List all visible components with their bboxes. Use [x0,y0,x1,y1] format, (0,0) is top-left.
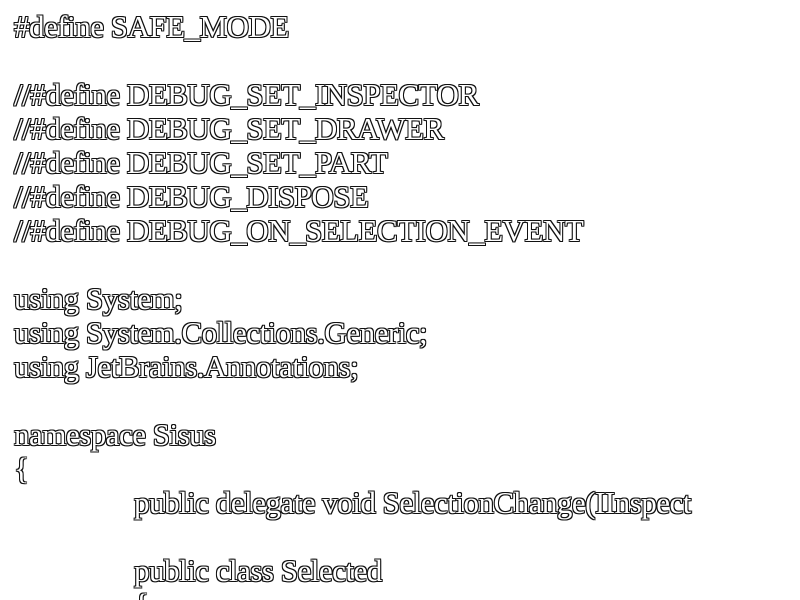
code-line-using-system: using System; [14,281,183,316]
code-line-delegate: public delegate void SelectionChange(IIn… [134,485,691,520]
code-line-namespace: namespace Sisus [14,417,216,452]
code-line-debug-set-drawer: //#define DEBUG_SET_DRAWER [14,111,444,146]
code-line-open-brace: { [14,451,29,486]
code-line-class-open-brace: { [134,588,149,600]
code-line-debug-set-part: //#define DEBUG_SET_PART [14,145,388,180]
code-line-debug-dispose: //#define DEBUG_DISPOSE [14,179,369,214]
code-line-debug-on-selection-event: //#define DEBUG_ON_SELECTION_EVENT [14,213,584,248]
code-line-using-collections-generic: using System.Collections.Generic; [14,315,428,350]
code-line-using-jetbrains-annotations: using JetBrains.Annotations; [14,349,359,384]
code-line-define-safe-mode: #define SAFE_MODE [14,9,289,44]
code-line-class-selected: public class Selected [134,553,382,588]
code-line-debug-set-inspector: //#define DEBUG_SET_INSPECTOR [14,77,479,112]
